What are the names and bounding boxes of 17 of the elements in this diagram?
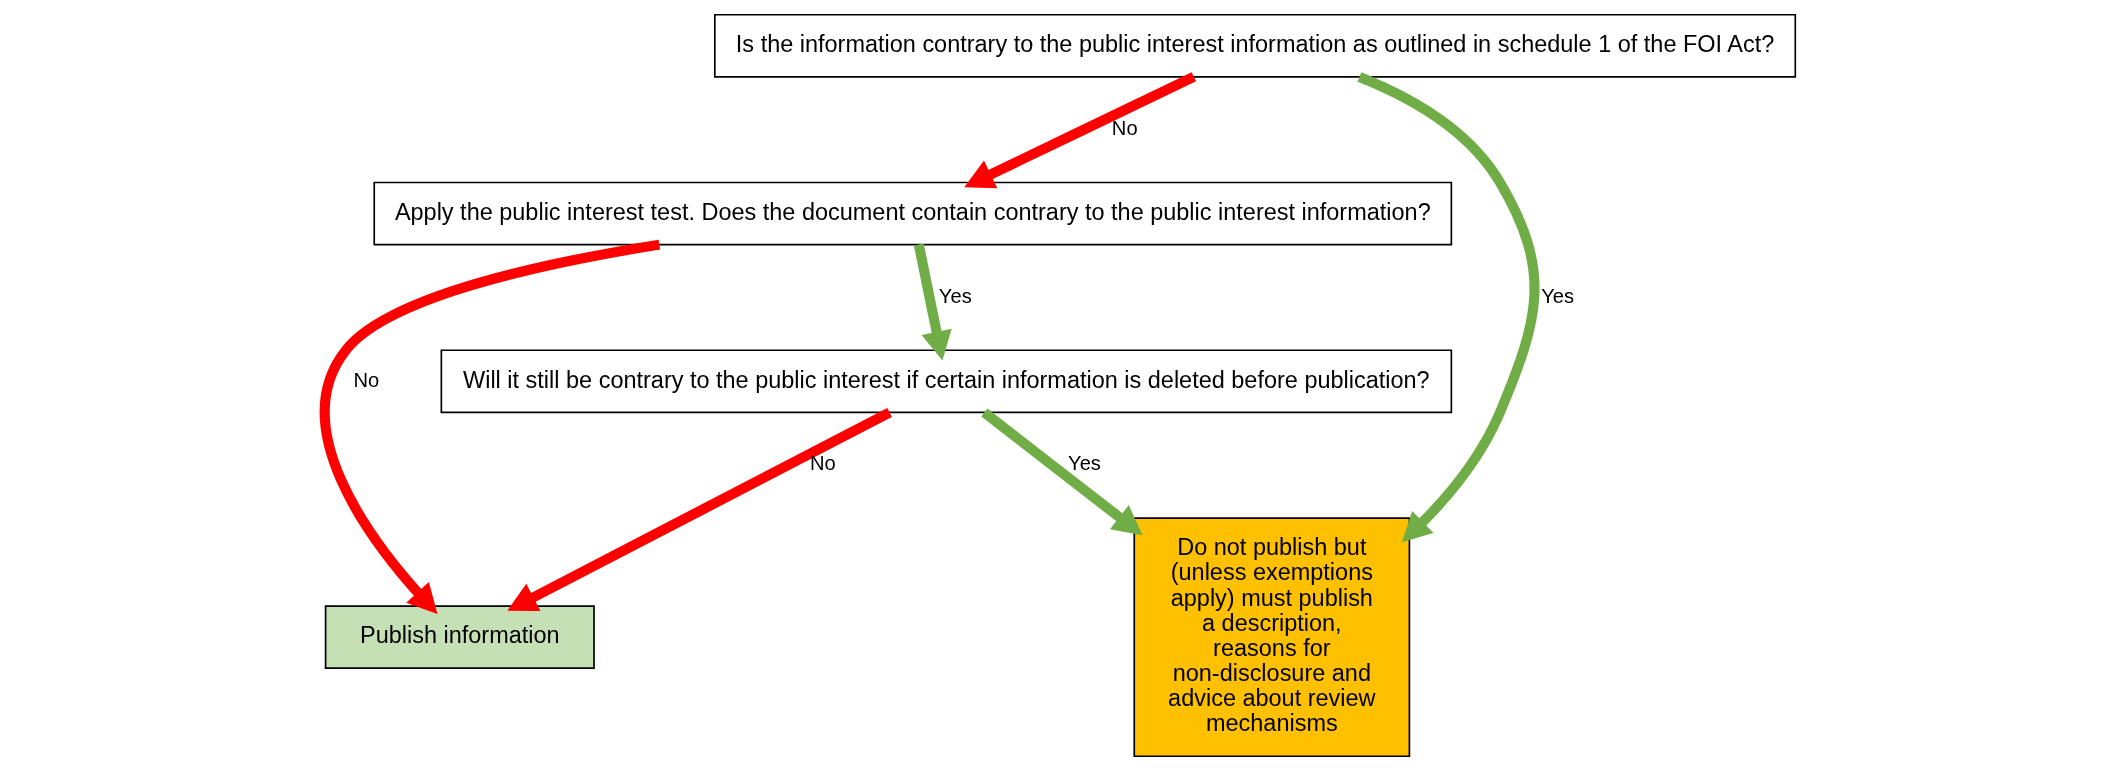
node-box: Publish information: [324, 605, 595, 670]
edge-label: No: [353, 368, 379, 391]
arrow: [506, 407, 892, 611]
edge-label: Yes: [1067, 452, 1101, 475]
arrow: [980, 408, 1142, 536]
arrow: [1357, 72, 1539, 543]
arrow: [963, 72, 1196, 189]
arrow: [319, 239, 660, 614]
edge-label: Yes: [938, 284, 972, 307]
node-box: Apply the public interest test. Does the document contain contrary to the public interest information?: [372, 181, 1452, 246]
node-box: Is the information contrary to the public interest information as outlined in schedule 1 of the FOI Act?: [713, 13, 1796, 78]
node-box: Do not publish but (unless exemptions apply) must publish a description, reasons for non-disclosure and advice about review mechanisms: [1132, 517, 1410, 758]
node-box: Will it still be contrary to the public interest if certain information is deleted before publication?: [440, 349, 1452, 414]
edge-label: No: [1111, 116, 1138, 139]
arrow: [913, 243, 952, 361]
edge-label: No: [809, 452, 836, 475]
edge-label: Yes: [1540, 284, 1574, 307]
